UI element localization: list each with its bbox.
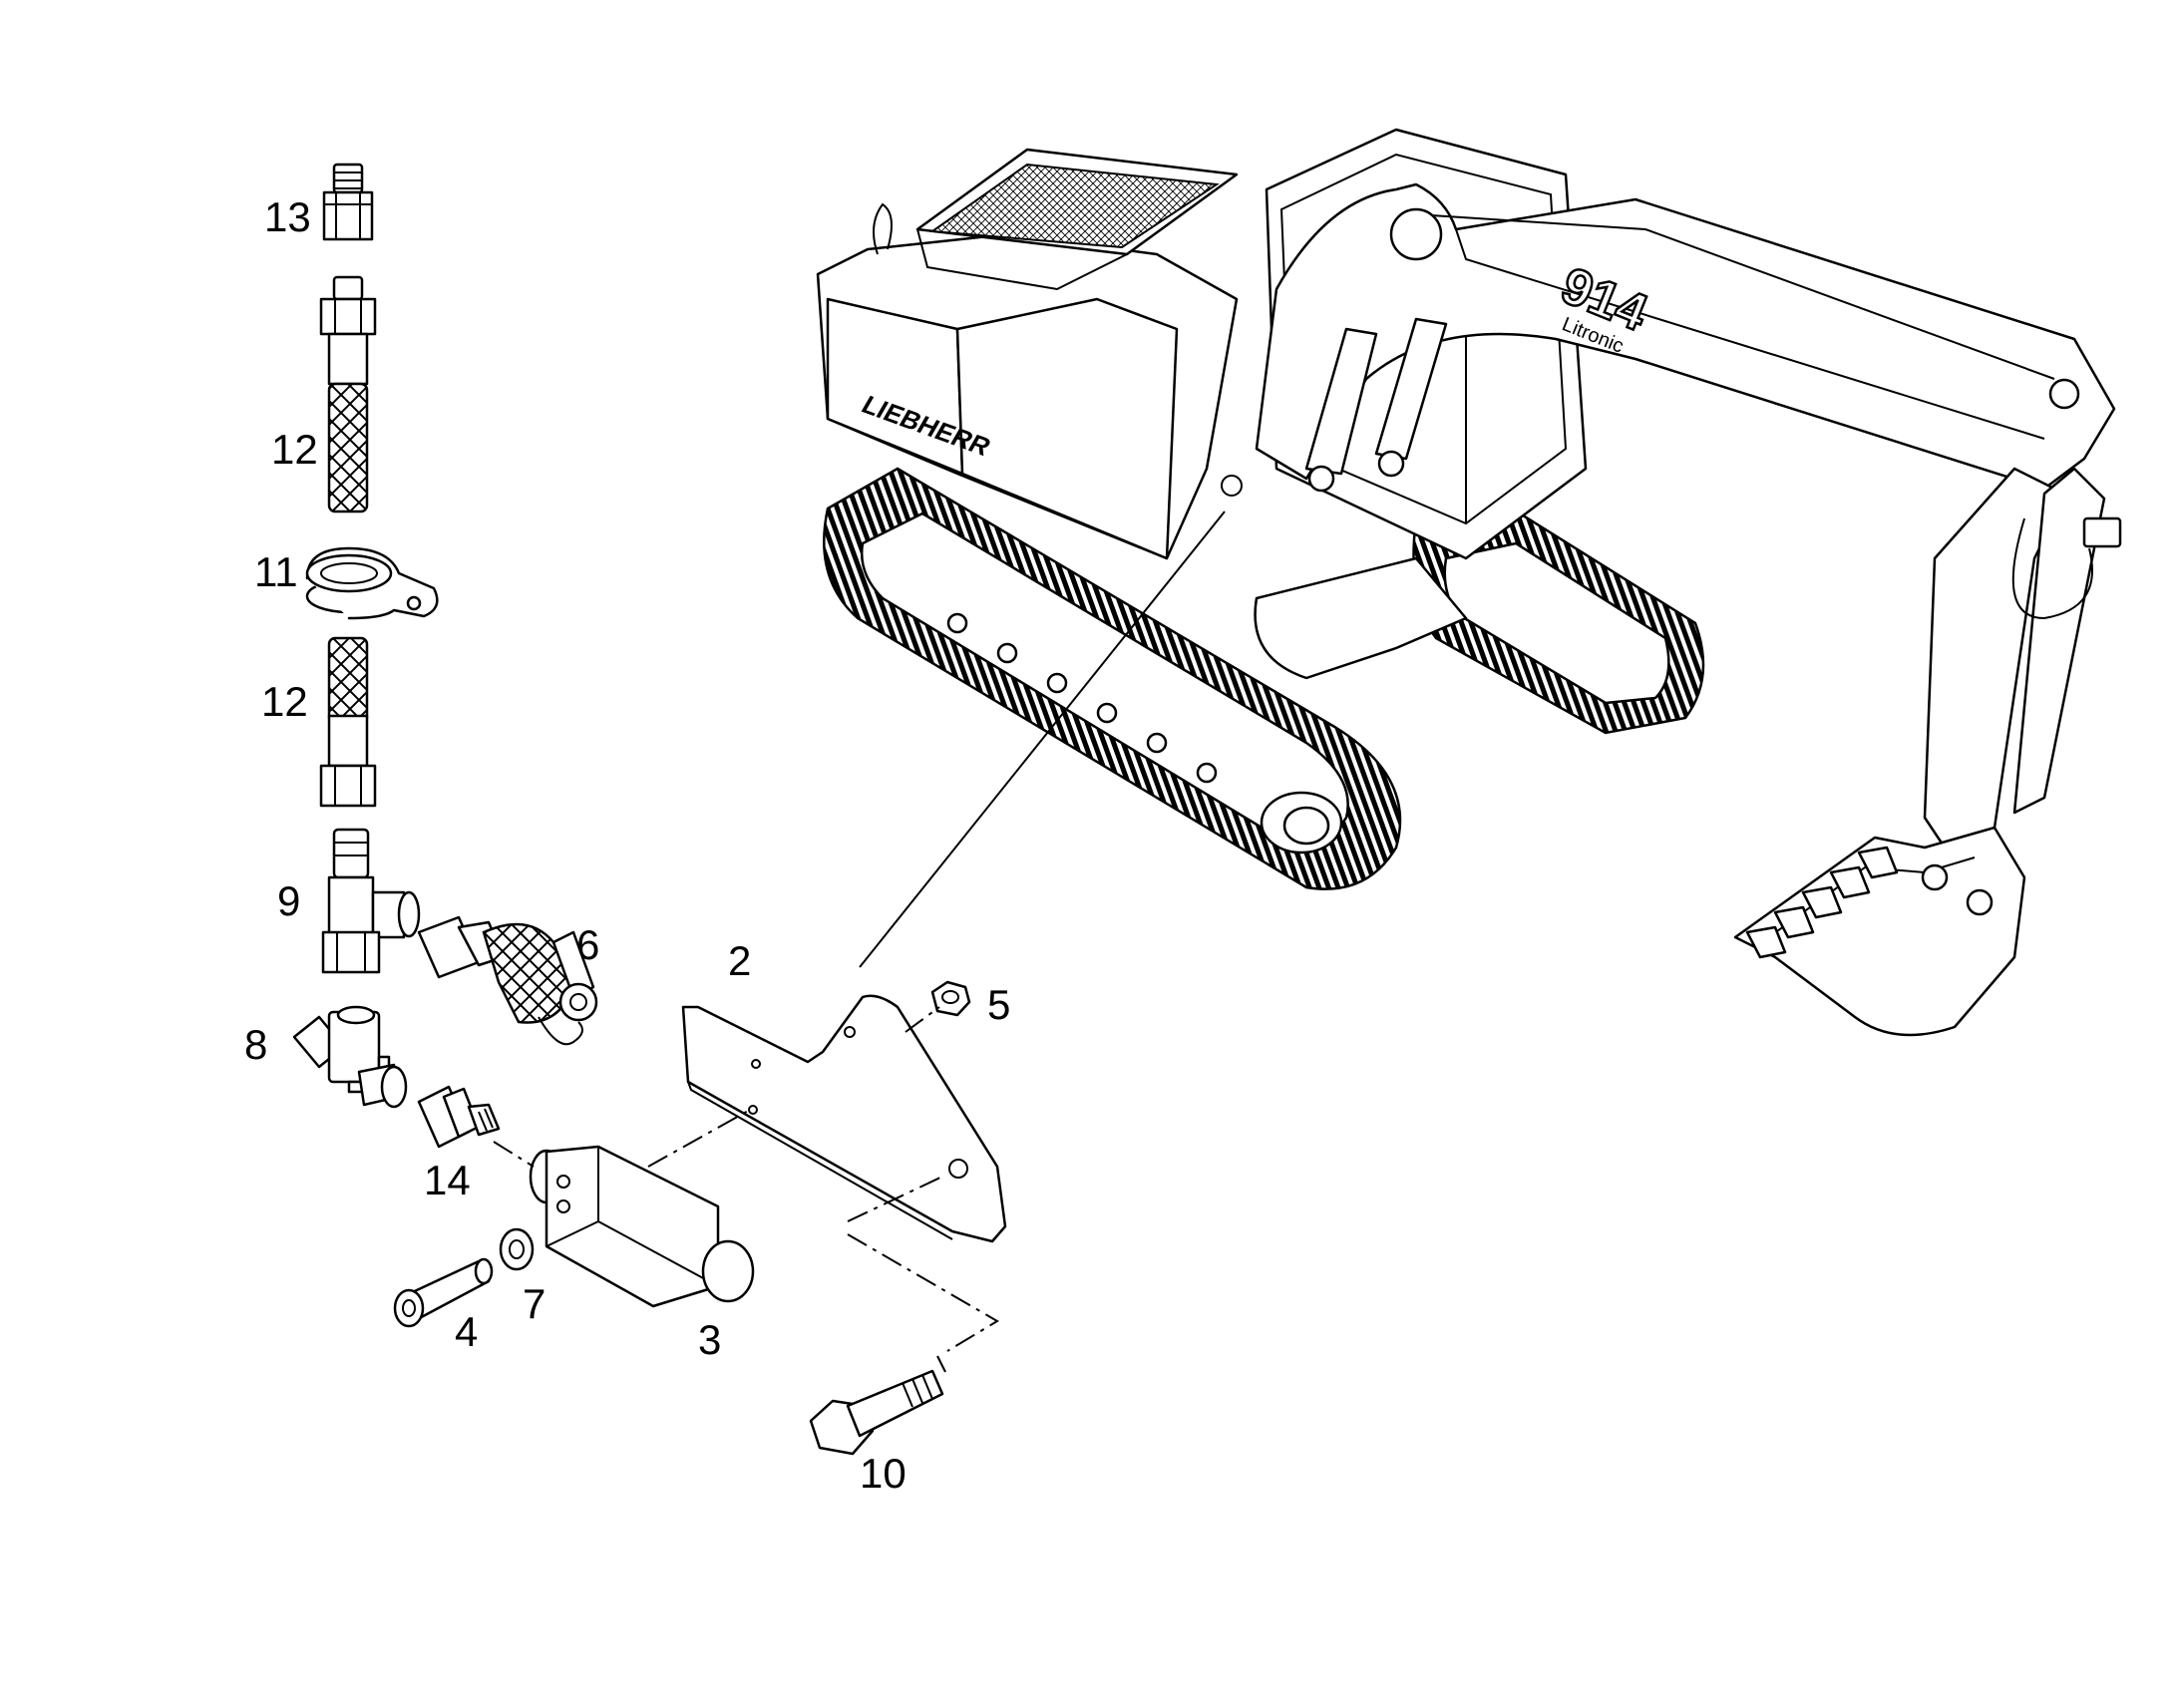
callout-8: 8 bbox=[244, 1021, 267, 1068]
part-12-hose-upper bbox=[319, 275, 377, 513]
part-10-hex-bolt bbox=[809, 1369, 944, 1456]
callout-6: 6 bbox=[576, 921, 599, 968]
part-7-washer bbox=[499, 1227, 535, 1271]
callout-5: 5 bbox=[987, 981, 1010, 1028]
part-6-quick-coupling bbox=[417, 915, 598, 1046]
part-13-adapter bbox=[322, 163, 374, 241]
track-rollers bbox=[946, 612, 1218, 784]
part-2-bracket bbox=[681, 994, 1007, 1243]
callout-4: 4 bbox=[455, 1308, 478, 1355]
callout-2: 2 bbox=[728, 937, 751, 984]
callout-10: 10 bbox=[860, 1450, 907, 1497]
excavator-stick bbox=[1923, 467, 2056, 850]
part-3-pressure-switch bbox=[529, 1145, 755, 1308]
callout-9: 9 bbox=[277, 877, 300, 924]
part-4-cap-screw bbox=[393, 1257, 494, 1328]
callout-13: 13 bbox=[264, 193, 311, 240]
excavator-illustration: LIEBHERR 914 Litronic bbox=[816, 128, 2122, 1037]
part-5-nut bbox=[930, 980, 971, 1017]
boom-cylinders bbox=[1304, 317, 1448, 493]
callout-7: 7 bbox=[523, 1280, 545, 1327]
callout-12-lower: 12 bbox=[261, 678, 308, 725]
callout-3: 3 bbox=[698, 1316, 721, 1363]
bucket-teeth bbox=[1745, 846, 1899, 959]
part-14-union bbox=[417, 1085, 501, 1149]
callout-11: 11 bbox=[254, 548, 298, 595]
part-9-tee-fitting bbox=[321, 828, 421, 974]
part-12-hose-lower bbox=[319, 636, 377, 808]
excavator-bucket bbox=[1733, 826, 2026, 1037]
part-8-elbow-fitting bbox=[292, 1005, 408, 1109]
callout-12-upper: 12 bbox=[271, 426, 318, 473]
callout-14: 14 bbox=[424, 1157, 471, 1203]
assembly-lines bbox=[493, 475, 1243, 1373]
part-11-clamp bbox=[305, 546, 439, 620]
